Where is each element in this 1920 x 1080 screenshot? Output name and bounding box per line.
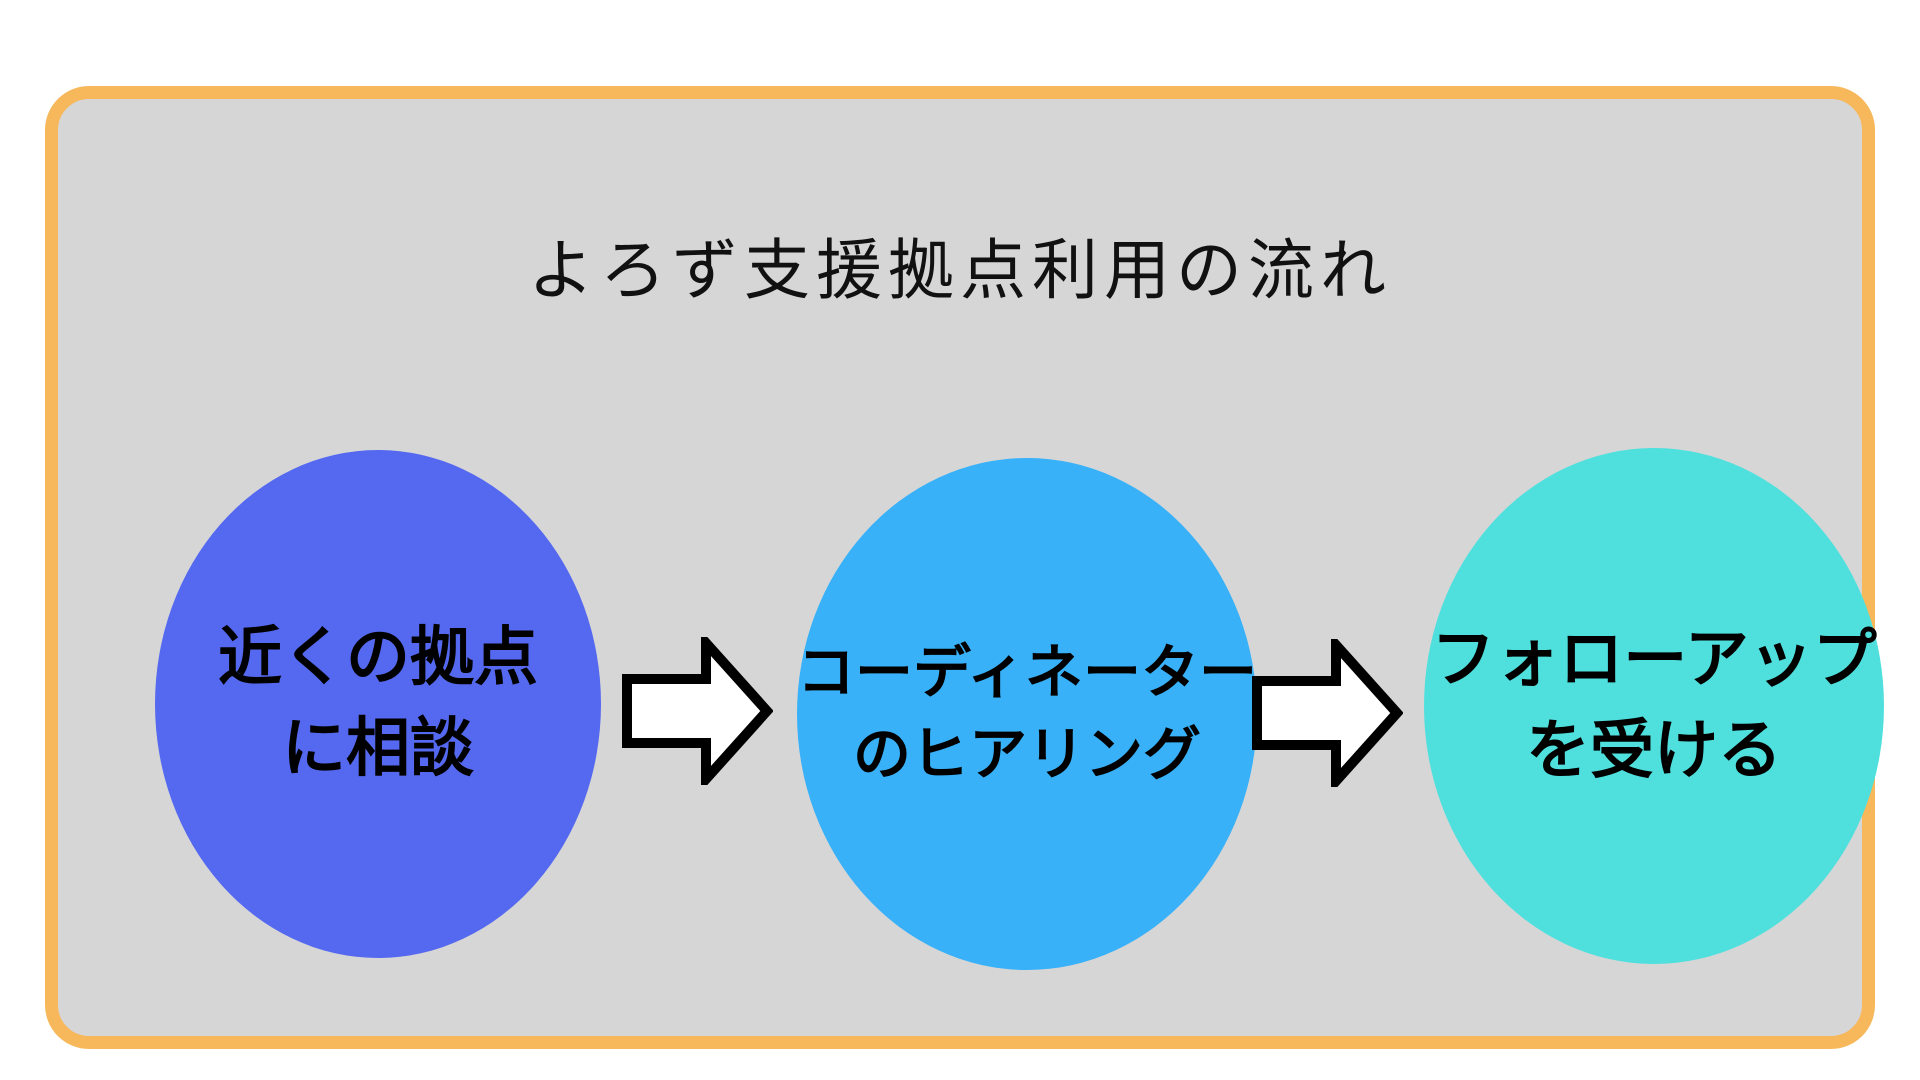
step-2-label-line-1: コーディネーター xyxy=(797,639,1257,705)
step-1-ellipse: 近くの拠点 に相談 xyxy=(155,450,601,958)
step-3-label-line-2: を受ける xyxy=(1526,715,1782,786)
step-2-label-line-2: のヒアリング xyxy=(852,722,1201,787)
right-block-arrow-shape xyxy=(622,637,773,785)
step-2-ellipse: コーディネーター のヒアリング xyxy=(797,458,1257,970)
flow-panel: よろず支援拠点利用の流れ 近くの拠点 に相談 コーディネーター のヒアリング フ… xyxy=(45,86,1884,1049)
step-1-label-line-1: 近くの拠点 xyxy=(218,622,538,694)
flow-arrow-icon xyxy=(1252,639,1403,787)
step-3-label-line-1: フォローアップ xyxy=(1431,624,1877,696)
flow-arrow-icon xyxy=(622,637,773,785)
diagram-title: よろず支援拠点利用の流れ xyxy=(528,233,1392,307)
step-1-label-line-2: に相談 xyxy=(282,713,474,784)
step-3-ellipse: フォローアップ を受ける xyxy=(1424,448,1884,964)
right-block-arrow-shape xyxy=(1252,639,1403,787)
